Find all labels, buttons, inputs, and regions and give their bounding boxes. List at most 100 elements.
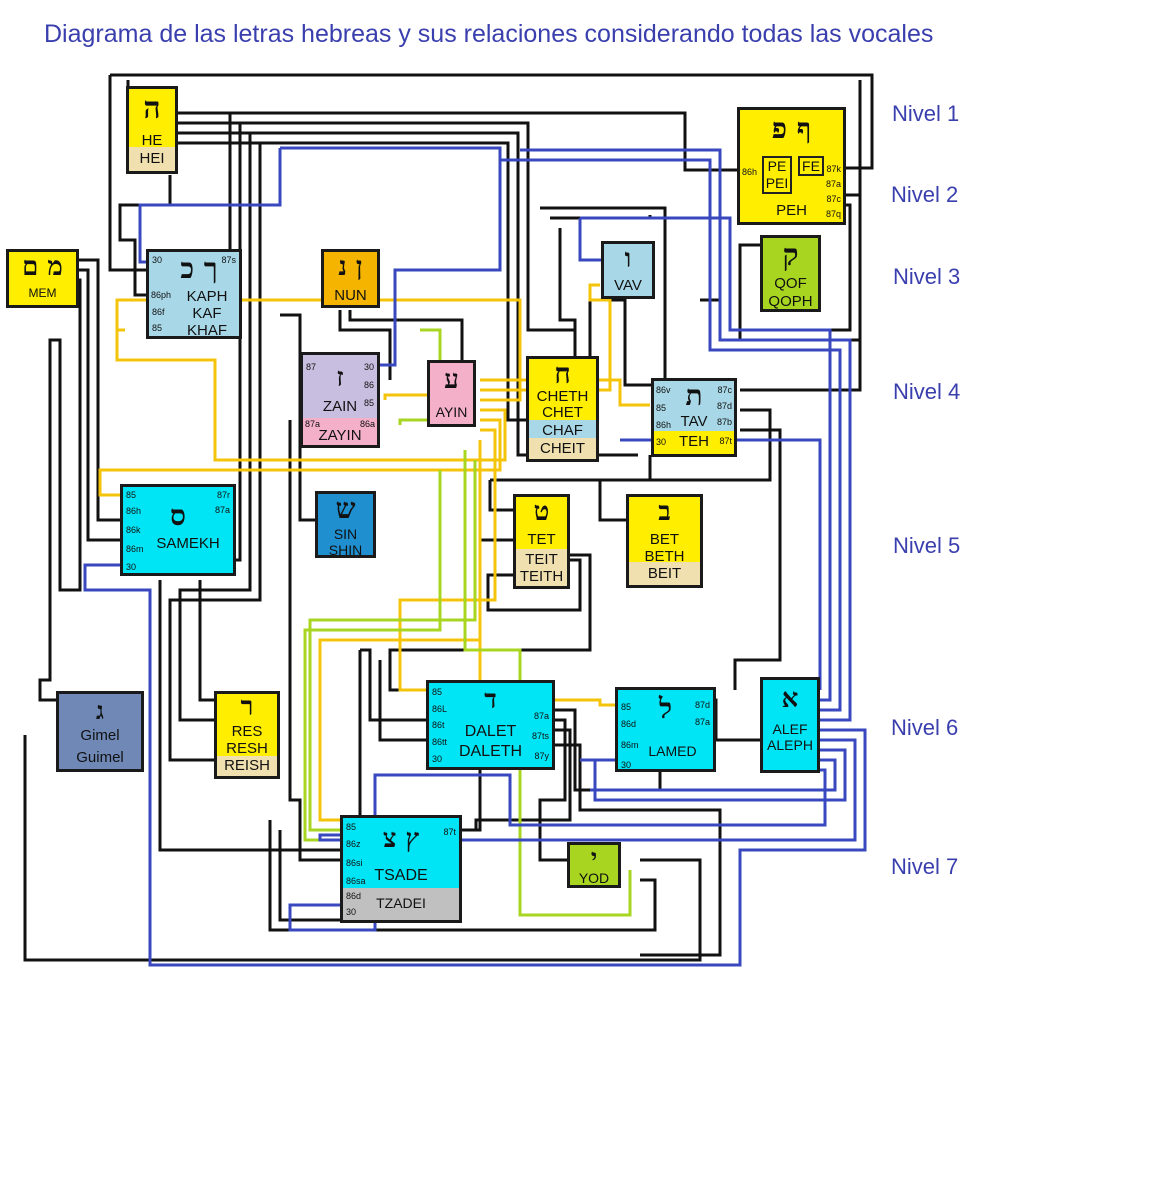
peh-inner-pe-1: PE <box>767 158 787 174</box>
kaph-name-2: KAF <box>192 305 222 322</box>
dalet-port-86l: 86L <box>432 704 448 714</box>
dalet-name-2: DALETH <box>458 743 523 760</box>
lamed-glyph: ל <box>658 692 673 725</box>
lamed-name: LAMED <box>648 743 697 759</box>
letter-bet: ב BET BETH BEIT <box>626 494 703 588</box>
dalet-port-86tt: 86tt <box>432 737 448 747</box>
tav-port-87d: 87d <box>716 401 732 411</box>
kaph-port-87s: 87s <box>221 255 236 265</box>
tav-port-87t: 87t <box>719 436 732 446</box>
cheth-glyph: ח <box>554 357 571 390</box>
zain-port-85: 85 <box>363 398 374 408</box>
letter-kaph: ך כ 30 87s 86ph 86f 85 KAPH KAF KHAF <box>146 249 242 339</box>
zain-name: ZAIN <box>322 398 358 415</box>
letter-gimel: ג Gimel Guimel <box>56 691 144 772</box>
samekh-port-30: 30 <box>126 562 137 572</box>
kaph-name-1: KAPH <box>186 288 228 305</box>
letter-yod: י YOD <box>567 842 621 888</box>
ayin-glyph: ע <box>444 365 459 395</box>
zain-port-86: 86 <box>363 380 374 390</box>
qof-name-1: QOF <box>774 275 807 292</box>
nun-name: NUN <box>334 287 367 304</box>
samekh-port-86h: 86h <box>126 506 142 516</box>
tav-port-86h: 86h <box>656 420 672 430</box>
he-name: HE <box>141 132 163 149</box>
samekh-name: SAMEKH <box>156 535 220 552</box>
level-1-label: Nivel 1 <box>892 101 960 126</box>
mem-name: MEM <box>28 286 57 300</box>
cheth-name-1: CHETH <box>536 388 589 405</box>
cheth-alt2: CHEIT <box>529 438 596 459</box>
peh-glyph: ף פ <box>771 112 812 145</box>
peh-port-87a: 87a <box>825 179 841 189</box>
letter-nun: ן נ NUN <box>321 249 380 308</box>
tsade-port-86si: 86si <box>346 858 363 868</box>
kaph-glyph: ך כ <box>180 252 218 285</box>
tsade-glyph: ץ צ <box>382 824 420 854</box>
level-7-label: Nivel 7 <box>891 854 959 879</box>
tav-glyph: ת <box>685 379 703 412</box>
dalet-port-87y: 87y <box>534 751 549 761</box>
letter-alef: א ALEF ALEPH <box>760 677 820 773</box>
dalet-port-87ts: 87ts <box>531 731 549 741</box>
samekh-port-87r: 87r <box>216 490 230 500</box>
dalet-port-30: 30 <box>432 754 443 764</box>
lamed-port-86m: 86m <box>621 740 639 750</box>
samekh-port-85: 85 <box>126 490 137 500</box>
peh-inner-fe: FE <box>798 156 824 176</box>
peh-port-87k: 87k <box>826 164 841 174</box>
res-name-2: RESH <box>226 740 268 757</box>
alef-glyph: א <box>781 684 799 714</box>
samekh-port-87a: 87a <box>214 505 230 515</box>
res-glyph: ר <box>240 692 254 722</box>
peh-port-87c: 87c <box>826 194 841 204</box>
vav-name: VAV <box>614 277 642 294</box>
vav-glyph: ו <box>624 244 632 274</box>
zain-port-87a: 87a <box>305 419 321 429</box>
tav-port-86v: 86v <box>656 385 671 395</box>
sin-name-2: SHIN <box>328 542 363 558</box>
tav-port-85: 85 <box>656 403 667 413</box>
bet-alt: BEIT <box>629 562 700 585</box>
letter-tsade: ץ צ 85 86z 86si 86sa 87t TSADE 86d 30 TZ… <box>340 815 462 923</box>
tav-port-87c: 87c <box>717 385 732 395</box>
res-alt: REISH <box>217 756 277 776</box>
level-5-label: Nivel 5 <box>893 533 961 558</box>
tsade-alt: TZADEI <box>376 895 426 911</box>
kaph-port-86f: 86f <box>152 307 165 317</box>
gimel-glyph: ג <box>96 696 104 725</box>
level-2-label: Nivel 2 <box>891 182 959 207</box>
kaph-port-30: 30 <box>152 255 163 265</box>
letter-cheth: ח CHETH CHET CHAF CHEIT <box>526 356 599 462</box>
letter-res: ר RES RESH REISH <box>214 691 280 779</box>
yod-glyph: י <box>590 843 598 872</box>
bet-name-1: BET <box>649 531 680 548</box>
letter-dalet: ד 85 86L 86t 86tt 30 87a 87ts 87y DALET … <box>426 680 555 770</box>
bet-glyph: ב <box>658 497 671 527</box>
gimel-name-2: Guimel <box>76 749 124 766</box>
tet-glyph: ט <box>533 497 550 527</box>
alef-name-1: ALEF <box>772 721 808 737</box>
mem-glyph: מ ם <box>22 252 63 282</box>
letter-peh: ף פ 86h 87k 87a 87c 87q PE PEI FE PEH <box>737 107 846 225</box>
tsade-alt-band: 86d 30 TZADEI <box>343 888 459 920</box>
sin-glyph: ש <box>335 492 356 525</box>
tsade-port-85: 85 <box>346 822 357 832</box>
level-4-label: Nivel 4 <box>893 379 961 404</box>
letter-tet: ט TET TEIT TEITH <box>513 494 570 589</box>
zain-port-30: 30 <box>363 362 374 372</box>
lamed-port-87d: 87d <box>694 700 710 710</box>
kaph-port-85: 85 <box>152 323 163 333</box>
kaph-name-3: KHAF <box>186 322 227 339</box>
dalet-port-87a: 87a <box>533 711 549 721</box>
letter-samekh: ס 85 87r 86h 87a 86k 86m 30 SAMEKH <box>120 484 236 576</box>
he-alt: HEI <box>129 147 175 171</box>
letter-he: ה HE HEI <box>126 86 178 174</box>
letter-lamed: ל 85 86d 86m 30 87d 87a LAMED <box>615 687 716 772</box>
zain-port-86a: 86a <box>359 419 375 429</box>
letter-vav: ו VAV <box>601 241 655 299</box>
dalet-port-86t: 86t <box>432 720 445 730</box>
alef-name-2: ALEPH <box>767 737 813 753</box>
lamed-port-87a: 87a <box>694 717 710 727</box>
